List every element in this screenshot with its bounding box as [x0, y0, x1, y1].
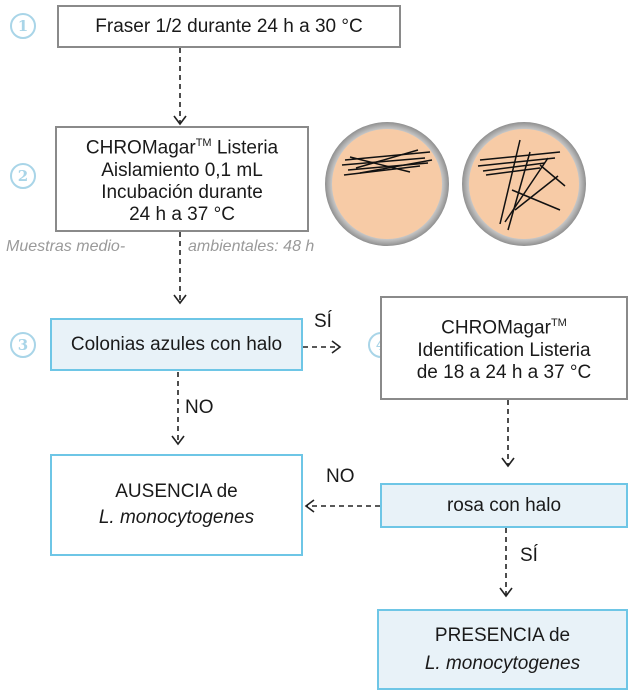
label-no-2: NO	[326, 466, 355, 487]
step4-line2: Identification Listeria	[417, 339, 591, 361]
step2-line3: Incubación durante	[101, 181, 263, 203]
arrowhead	[499, 587, 513, 598]
petri-dish-streak-2	[462, 122, 586, 246]
step1-box: Fraser 1/2 durante 24 h a 30 °C	[57, 5, 401, 48]
arrowhead	[501, 457, 515, 468]
arrowhead	[304, 499, 315, 513]
step3-text: Colonias azules con halo	[70, 333, 283, 355]
step2-line4: 24 h a 37 °C	[129, 203, 235, 225]
absence-box: AUSENCIA de L. monocytogenes	[50, 454, 303, 556]
step2-line1: CHROMagarTM Listeria	[85, 137, 279, 159]
presence-line1: PRESENCIA de	[434, 624, 571, 646]
step-number-3: 3	[10, 332, 36, 358]
step3-box: Colonias azules con halo	[50, 318, 303, 371]
arrowhead	[173, 294, 187, 305]
label-no-1: NO	[185, 397, 214, 418]
step4-line3: de 18 a 24 h a 37 °C	[416, 361, 592, 383]
arrowhead	[331, 340, 342, 354]
step-number-1: 1	[10, 13, 36, 39]
step4-line1: CHROMagarTM	[441, 317, 567, 339]
label-si-2: SÍ	[520, 545, 538, 566]
step2-line2: Aislamiento 0,1 mL	[101, 159, 263, 181]
petri-dish-streak-1	[325, 122, 449, 246]
step1-text: Fraser 1/2 durante 24 h a 30 °C	[95, 15, 363, 37]
label-si-1: SÍ	[314, 311, 332, 332]
step2-box: CHROMagarTM Listeria Aislamiento 0,1 mL …	[55, 126, 309, 232]
step-number-2: 2	[10, 163, 36, 189]
presence-box: PRESENCIA de L. monocytogenes	[377, 609, 628, 690]
absence-line1: AUSENCIA de	[115, 481, 238, 502]
pink-halo-box: rosa con halo	[380, 483, 628, 528]
samples-note-part1: Muestras medio-	[6, 238, 126, 255]
samples-note-part2: ambientales: 48 h	[188, 238, 315, 255]
arrowhead	[171, 435, 185, 446]
arrowhead	[173, 115, 187, 126]
pink-halo-text: rosa con halo	[446, 494, 562, 516]
absence-line2: L. monocytogenes	[98, 507, 255, 528]
presence-line2: L. monocytogenes	[424, 652, 581, 674]
step4-box: CHROMagarTM Identification Listeria de 1…	[380, 296, 628, 400]
